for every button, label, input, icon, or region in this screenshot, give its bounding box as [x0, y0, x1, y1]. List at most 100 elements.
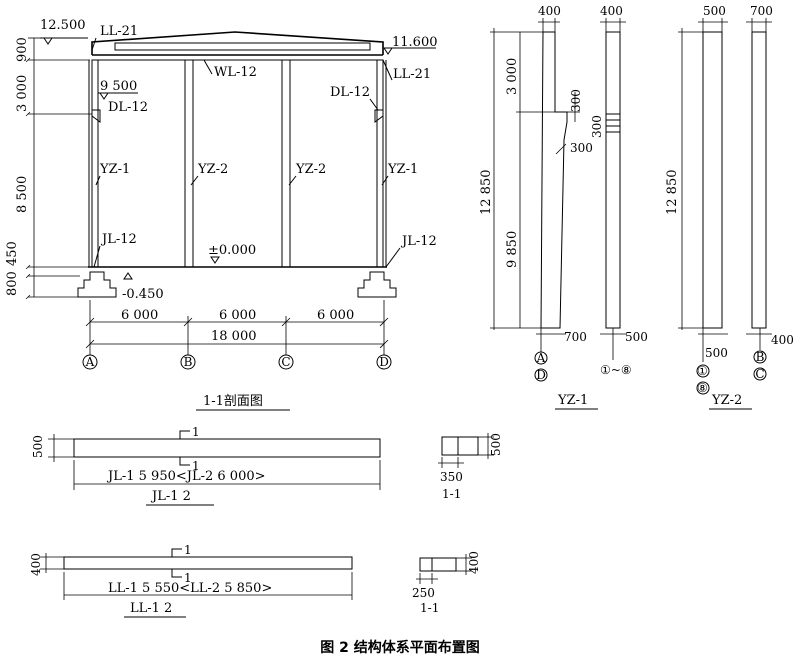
yz1-elevation [540, 31, 568, 329]
roof-outline [91, 31, 384, 55]
elev-top-label: 12.500 [40, 18, 86, 33]
elev-footing-label: -0.450 [122, 287, 164, 302]
yz1-axis-bubble-d [534, 368, 548, 382]
yz1-dim-9850: 9 850 [505, 231, 520, 268]
ll-cut-mark-bottom-label: 1 [184, 571, 192, 585]
yz1-dim-12850: 12 850 [479, 170, 494, 216]
label-dl12-right: DL-12 [330, 85, 370, 100]
dim-h-span-3: 6 000 [317, 308, 354, 323]
axis-label-b: B [184, 355, 193, 369]
ll-sec-title: 1-1 [420, 601, 439, 615]
beam-detail-ll: 1 1 400 LL-1 5 550<LL-2 5 850> LL-1 2 40… [29, 543, 481, 618]
column-yz1-left [91, 59, 99, 268]
yz1-axis-bubble-a [534, 351, 548, 365]
yz1-dim-top-right: 400 [600, 4, 623, 18]
jl-cut-mark-top [179, 430, 190, 439]
jl-cut-mark-bottom [179, 457, 190, 466]
jl-sec-dim-w: 350 [440, 470, 463, 484]
axis-bubble-c [278, 354, 294, 370]
yz1-dim-300-c: 300 [570, 141, 593, 155]
yz1-dim-300-a: 300 [569, 89, 583, 112]
jl-title: JL-1 2 [150, 489, 191, 504]
yz1-dim-top-left: 400 [538, 4, 561, 18]
footing-right [357, 271, 397, 298]
axis-bubble-a [82, 354, 98, 370]
section-title: 1-1剖面图 [203, 394, 263, 409]
dim-h-span-1: 6 000 [121, 308, 158, 323]
yz2-title: YZ-2 [711, 393, 742, 408]
yz2-axis-1: ① [697, 364, 708, 378]
jl-cross-section [441, 436, 479, 456]
elev-ground-label: ±0.000 [208, 243, 256, 258]
yz1-dim-300-b: 300 [590, 115, 604, 138]
jl-dim-500: 500 [31, 435, 45, 458]
yz2-dim-top-right: 700 [750, 4, 773, 18]
dim-v-450: 450 [5, 241, 20, 266]
label-jl12-right: JL-12 [400, 234, 437, 249]
dim-v-8500: 8 500 [15, 176, 30, 213]
ll-length-label: LL-1 5 550<LL-2 5 850> [108, 581, 272, 596]
bracket-left [91, 109, 101, 123]
yz1-title: YZ-1 [557, 393, 588, 408]
ll-cross-section [419, 557, 457, 572]
axis-bubble-d [376, 354, 392, 370]
yz1-dim-700: 700 [564, 330, 587, 344]
yz2-axis-bubble-b [753, 350, 767, 364]
yz2-axis-bubble-c [753, 367, 767, 381]
dim-v-800: 800 [5, 271, 20, 296]
ll-title: LL-1 2 [130, 601, 172, 616]
jl-cut-mark-top-label: 1 [192, 425, 200, 439]
jl-beam-elevation [73, 438, 381, 458]
yz2-dim-12850: 12 850 [665, 170, 680, 216]
elev-beam-label: 9 500 [100, 79, 137, 94]
yz2-dim-500: 500 [705, 346, 728, 360]
yz2-axis-bubble-8 [696, 381, 710, 395]
beam-detail-jl: 1 1 500 JL-1 5 950<JL-2 6 000> JL-1 2 50… [31, 425, 503, 506]
column-detail-yz2: 500 700 12 850 500 400 ① ⑧ B C YZ-2 [665, 4, 794, 410]
yz2-dim-400: 400 [771, 333, 794, 347]
axis-label-c: C [281, 355, 290, 369]
jl-sec-dim-h: 500 [489, 433, 503, 456]
yz2-elevation [702, 31, 723, 329]
label-wl12: WL-12 [214, 65, 257, 80]
ll-cut-mark-bottom [171, 569, 182, 578]
elev-mark-top [40, 37, 88, 45]
yz1-axis-a: A [536, 351, 546, 365]
column-yz2-left [184, 59, 194, 268]
column-yz2-right [281, 59, 291, 268]
label-yz1-left: YZ-1 [99, 162, 130, 177]
dim-h-total: 18 000 [211, 329, 257, 344]
jl-length-label: JL-1 5 950<JL-2 6 000> [106, 469, 266, 484]
yz2-axis-c: C [755, 367, 764, 381]
figure-caption: 图 2 结构体系平面布置图 [320, 639, 480, 656]
label-yz1-right: YZ-1 [387, 162, 418, 177]
ll-beam-elevation [63, 556, 353, 570]
section-1-1: 12.500 11.600 9 500 ±0.000 -0.450 LL-21 … [5, 18, 438, 411]
dim-v-3000: 3 000 [15, 75, 30, 112]
ll-dim-400: 400 [29, 553, 43, 576]
elev-mark-beam [98, 92, 138, 100]
yz1-dim-500: 500 [625, 330, 648, 344]
label-ll21-left: LL-21 [100, 24, 138, 39]
ll-sec-dim-w: 250 [412, 586, 435, 600]
column-detail-yz1: 400 400 12 850 3 000 9 850 300 300 300 7… [479, 4, 648, 410]
label-dl12-left: DL-12 [108, 100, 148, 115]
yz1-side-view [605, 31, 621, 329]
footing-left [77, 271, 117, 298]
elev-mark-eave [383, 47, 436, 55]
elev-mark-footing [123, 272, 133, 280]
yz2-side-view [751, 31, 767, 329]
label-yz2-left: YZ-2 [197, 162, 228, 177]
axis-bubble-b [180, 354, 196, 370]
yz1-axis-d: D [536, 368, 546, 382]
yz2-axis-b: B [756, 350, 765, 364]
ll-cut-mark-top-label: 1 [184, 543, 192, 557]
bracket-right [374, 109, 384, 123]
axis-label-d: D [379, 355, 389, 369]
jl-sec-title: 1-1 [442, 487, 461, 501]
dim-h-span-2: 6 000 [219, 308, 256, 323]
ll-sec-dim-h: 400 [467, 551, 481, 574]
yz2-dim-top-left: 500 [703, 4, 726, 18]
roof-beam-wl [114, 42, 371, 51]
